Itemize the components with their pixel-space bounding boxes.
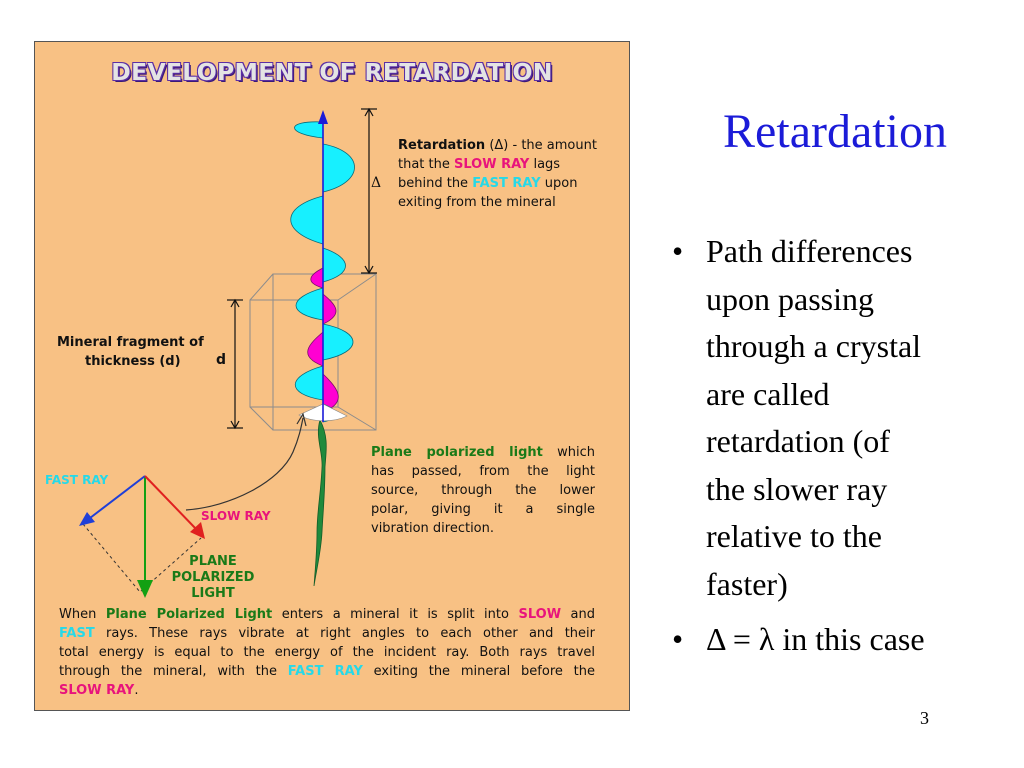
plane-polarized-wave <box>313 418 327 587</box>
bullet-delta-equals-lambda: • Δ = λ in this case <box>668 616 1008 664</box>
explanation-paragraph: When Plane Polarized Light enters a mine… <box>59 607 596 698</box>
retardation-definition: Retardation (Δ) - the amount that the SL… <box>398 138 597 210</box>
bullet-path-differences: • Path differences upon passing through … <box>668 228 1008 608</box>
retardation-figure: DEVELOPMENT OF RETARDATION <box>34 41 630 711</box>
bullet-glyph: • <box>672 233 684 269</box>
bullet-text: Path differences upon passing through a … <box>706 233 922 602</box>
slide-title: Retardation <box>723 105 947 158</box>
pointer-arrowhead <box>296 412 307 427</box>
propagation-axis <box>318 110 328 422</box>
slow-ray-label: SLOW RAY <box>201 509 271 523</box>
bullet-list: • Path differences upon passing through … <box>668 228 1008 664</box>
bullet-glyph: • <box>672 621 684 657</box>
pointer-arrow <box>185 417 304 511</box>
retardation-dimension-bracket <box>361 107 377 275</box>
figure-title: DEVELOPMENT OF RETARDATION <box>111 58 553 86</box>
plane-polarized-light-note: Plane polarized light which has passed, … <box>371 445 595 536</box>
delta-symbol: Δ <box>371 175 382 191</box>
thickness-dimension-bracket <box>227 298 243 430</box>
mineral-fragment-label: Mineral fragment of thickness (d) <box>57 335 204 369</box>
bullet-text: Δ = λ in this case <box>706 621 925 657</box>
page-number: 3 <box>920 708 929 728</box>
plane-polarized-light-label: PLANE POLARIZED LIGHT <box>171 554 255 601</box>
thickness-symbol: d <box>216 352 227 368</box>
retardation-diagram <box>79 107 377 598</box>
fast-ray-label: FAST RAY <box>45 473 109 487</box>
ray-vector-diagram <box>79 475 205 598</box>
